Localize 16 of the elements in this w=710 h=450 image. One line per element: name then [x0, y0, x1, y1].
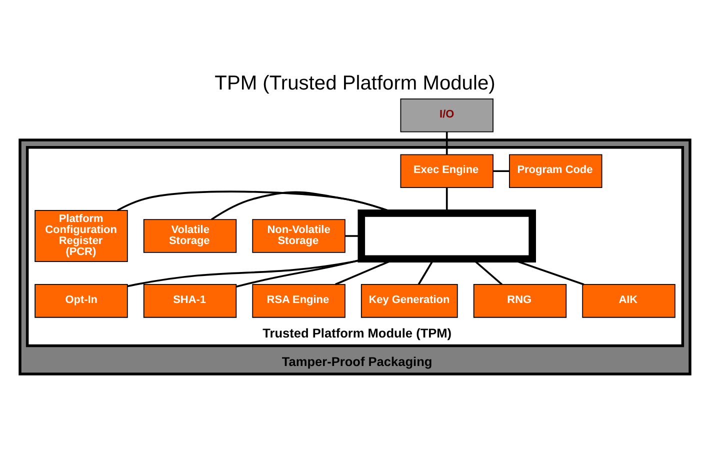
- node-box: AIK: [582, 284, 676, 318]
- node-box: SHA-1: [143, 284, 237, 318]
- connector: [446, 131, 448, 154]
- node-box: RNG: [473, 284, 567, 318]
- node-box: Key Generation: [360, 284, 458, 318]
- node-box: RSA Engine: [252, 284, 346, 318]
- node-box: Program Code: [509, 154, 602, 188]
- node-box: Non-Volatile Storage: [252, 218, 346, 252]
- node-box: Exec Engine: [400, 154, 494, 188]
- connector: [493, 170, 510, 172]
- node-box: Volatile Storage: [143, 218, 237, 252]
- node-box: I/O: [400, 98, 494, 132]
- node-box: Opt-In: [34, 284, 128, 318]
- node-box: [358, 209, 536, 262]
- diagram-title: TPM (Trusted Platform Module): [214, 72, 496, 94]
- node-box: Platform Configuration Register (PCR): [34, 209, 128, 262]
